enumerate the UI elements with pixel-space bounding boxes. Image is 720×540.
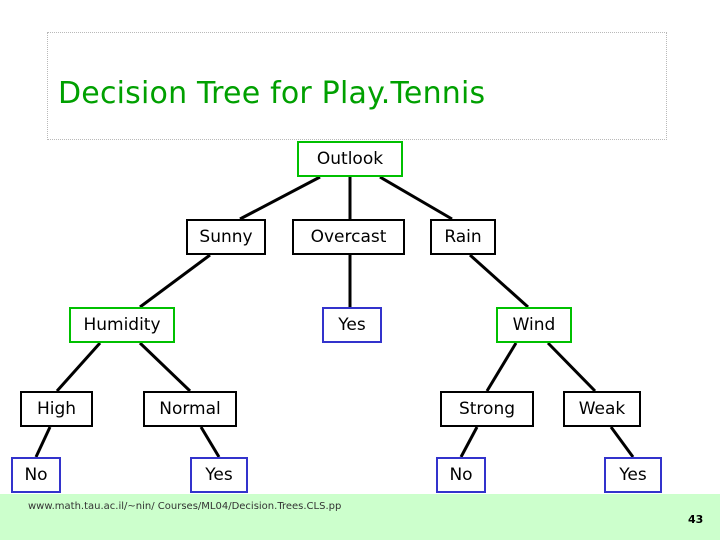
tree-node-label: No: [449, 464, 473, 485]
tree-node-wind: Wind: [496, 307, 572, 343]
tree-node-label: Yes: [619, 464, 647, 485]
page-number: 43: [688, 513, 704, 526]
tree-node-label: Strong: [458, 398, 516, 419]
footer-url[interactable]: www.math.tau.ac.il/~nin/ Courses/ML04/De…: [28, 501, 342, 512]
tree-node-humidity: Humidity: [69, 307, 175, 343]
tree-node-label: Wind: [512, 314, 556, 335]
title-placeholder-frame: [47, 32, 667, 140]
tree-node-label: Sunny: [199, 226, 253, 247]
tree-node-outlook: Outlook: [297, 141, 403, 177]
tree-node-label: No: [24, 464, 48, 485]
tree-edge-humidity-normal: [138, 341, 192, 393]
tree-node-high: High: [20, 391, 93, 427]
tree-edge-wind-strong: [485, 342, 518, 392]
tree-node-sunny: Sunny: [186, 219, 266, 255]
tree-node-normal: Normal: [143, 391, 237, 427]
tree-node-label: Normal: [159, 398, 221, 419]
tree-edge-sunny-humidity: [139, 253, 211, 309]
tree-node-overcast: Overcast: [292, 219, 405, 255]
tree-node-no-left: No: [11, 457, 61, 493]
tree-edge-humidity-high: [55, 341, 102, 393]
tree-edge-outlook-rain: [379, 175, 453, 221]
tree-edge-high-no-left: [34, 426, 52, 458]
tree-node-label: Rain: [444, 226, 482, 247]
tree-node-yes-top: Yes: [322, 307, 382, 343]
footer-bar: [0, 494, 720, 540]
tree-node-label: Outlook: [316, 148, 384, 169]
tree-edge-normal-yes-left: [199, 426, 221, 458]
tree-node-label: Humidity: [83, 314, 161, 335]
tree-node-rain: Rain: [430, 219, 496, 255]
tree-node-yes-right: Yes: [604, 457, 662, 493]
tree-node-weak: Weak: [563, 391, 641, 427]
tree-edge-weak-yes-right: [609, 426, 635, 458]
page-title: Decision Tree for Play.Tennis: [58, 76, 486, 111]
tree-node-label: Overcast: [310, 226, 387, 247]
tree-node-yes-left: Yes: [190, 457, 248, 493]
tree-node-label: High: [36, 398, 77, 419]
tree-edge-wind-weak: [546, 341, 597, 393]
tree-edge-strong-no-right: [459, 426, 479, 458]
tree-edge-outlook-sunny: [239, 175, 321, 221]
tree-node-label: Weak: [578, 398, 626, 419]
tree-node-label: Yes: [205, 464, 233, 485]
tree-node-no-right: No: [436, 457, 486, 493]
tree-node-label: Yes: [338, 314, 366, 335]
tree-edge-rain-wind: [468, 253, 530, 309]
tree-node-strong: Strong: [440, 391, 534, 427]
